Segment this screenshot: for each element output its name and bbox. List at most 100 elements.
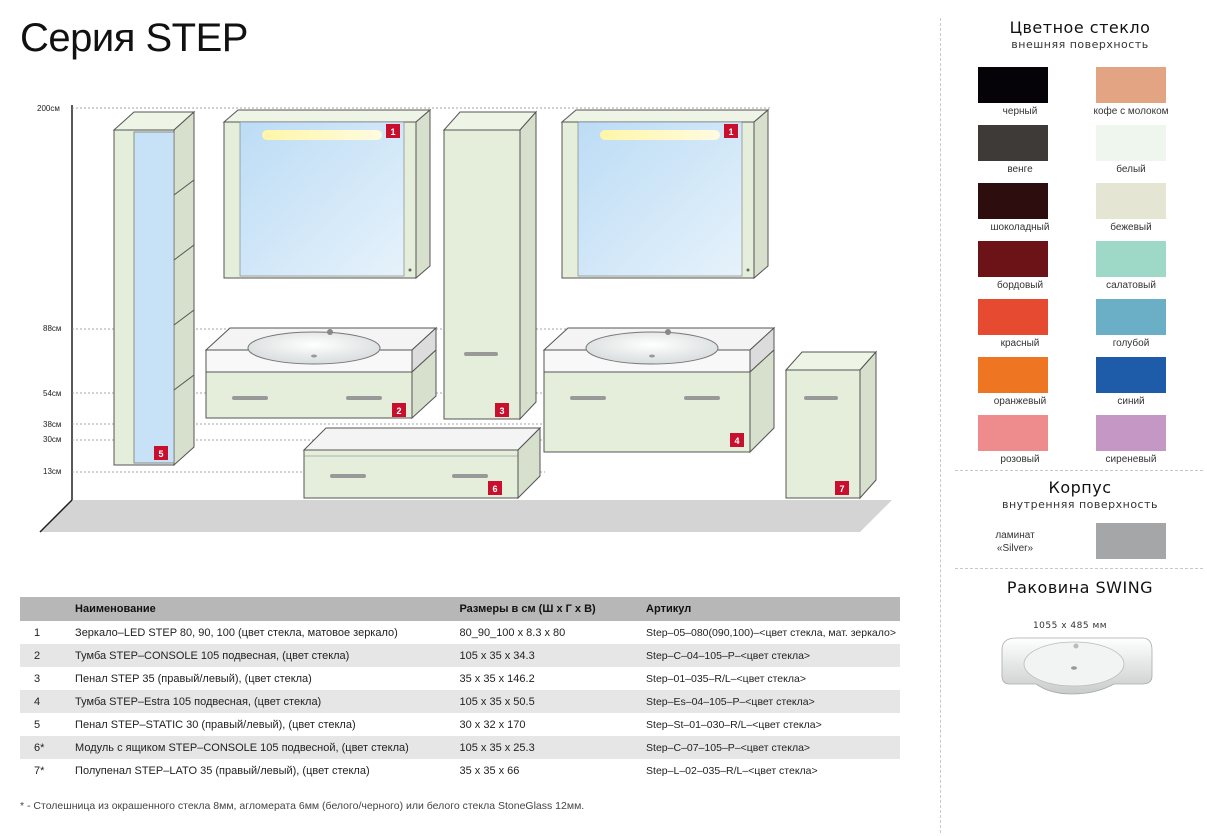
color-swatch-label: салатовый (1106, 280, 1156, 291)
furniture-scene: 200см 88см 54см 38см 30см 13см (37, 104, 892, 533)
table-cell-article: Step–05–080(090,100)–<цвет стекла, мат. … (646, 626, 896, 639)
table-cell-size: 35 x 35 x 66 (459, 764, 520, 777)
badge-1-right-text: 1 (728, 127, 733, 137)
table-cell-name: Полупенал STEP–LATO 35 (правый/левый), (… (75, 764, 370, 777)
panel-divider-1 (955, 470, 1203, 471)
laminate-label-2: «Silver» (996, 543, 1034, 554)
glass-title: Цветное стекло (1009, 18, 1151, 37)
color-swatch-label: черный (1002, 106, 1038, 117)
console-2 (204, 326, 438, 420)
table-cell-num: 7* (34, 764, 45, 777)
color-swatch[interactable] (1096, 125, 1166, 161)
vertical-divider (940, 18, 941, 833)
table-cell-num: 1 (34, 626, 41, 639)
table-cell-num: 4 (20, 690, 72, 713)
dim-label-30: 30см (43, 435, 61, 444)
table-header-name: Наименование (71, 597, 456, 621)
table-cell-article: Step–St–01–030–R/L–<цвет стекла> (646, 718, 822, 731)
badge-4-text: 4 (734, 436, 739, 446)
color-swatch[interactable] (978, 299, 1048, 335)
color-swatch-label: бежевый (1110, 222, 1152, 233)
table-cell-size: 105 x 35 x 50.5 (455, 690, 643, 713)
mirror-right (560, 108, 770, 280)
dimension-labels: 200см 88см 54см 38см 30см 13см (37, 104, 61, 476)
sink-size: 1055 x 485 мм (1032, 621, 1108, 631)
table-cell-article: Step–L–02–035–R/L–<цвет стекла> (646, 764, 818, 777)
product-table: Наименование Размеры в см (Ш х Г х В) Ар… (20, 597, 900, 782)
half-cabinet-7 (784, 350, 878, 500)
badge-2-text: 2 (396, 406, 401, 416)
table-row: 1 Зеркало–LED STEP 80, 90, 100 (цвет стек… (20, 621, 900, 644)
table-cell-article: Step–C–07–105–P–<цвет стекла> (642, 736, 900, 759)
color-swatch-label: синий (1117, 396, 1145, 407)
laminate-silver-swatch[interactable] (1096, 523, 1166, 559)
table-cell-num: 5 (34, 718, 41, 731)
table-cell-size: 30 x 32 x 170 (459, 718, 526, 731)
table-cell-name: Пенал STEP–STATIC 30 (правый/левый), (цв… (75, 718, 356, 731)
laminate-label-1: ламинат (995, 530, 1035, 541)
floor (40, 500, 892, 532)
dim-label-13: 13см (43, 467, 61, 476)
color-swatch[interactable] (1096, 299, 1166, 335)
color-swatch[interactable] (1096, 357, 1166, 393)
color-swatch[interactable] (1096, 67, 1166, 103)
table-cell-name: Пенал STEP 35 (правый/левый), (цвет стек… (75, 672, 312, 685)
table-header-num (20, 597, 72, 621)
page-title: Серия STEP (20, 16, 248, 60)
color-swatch[interactable] (1096, 415, 1166, 451)
color-swatch-label: сиреневый (1105, 454, 1157, 465)
table-cell-name: Модуль с ящиком STEP–CONSOLE 105 подвесн… (71, 736, 456, 759)
mirror-left (222, 108, 432, 280)
color-swatch-label: голубой (1112, 338, 1150, 349)
footnote: * - Столешница из окрашенного стекла 8мм… (20, 800, 585, 812)
color-swatch[interactable] (978, 357, 1048, 393)
number-badges: 1 2 3 4 5 6 7 1 (154, 124, 849, 495)
pencil-cabinet-5 (112, 110, 196, 467)
badge-5 (154, 446, 168, 460)
dim-label-88: 88см (43, 324, 61, 333)
color-swatch[interactable] (978, 67, 1048, 103)
table-cell-name: Зеркало–LED STEP 80, 90, 100 (цвет стекл… (75, 626, 398, 639)
color-swatch-label: оранжевый (993, 396, 1047, 407)
table-cell-size: 35 x 35 x 146.2 (459, 672, 535, 685)
table-row: 5 Пенал STEP–STATIC 30 (правый/левый), (ц… (20, 713, 900, 736)
console-4 (542, 326, 776, 454)
badge-1-left-text: 1 (390, 127, 395, 137)
badge-1-left (386, 124, 400, 138)
badge-7 (835, 481, 849, 495)
table-row: 7* Полупенал STEP–LATO 35 (правый/левый),… (20, 759, 900, 782)
color-swatch[interactable] (1096, 241, 1166, 277)
table-header-row: Наименование Размеры в см (Ш х Г х В) Ар… (20, 597, 900, 621)
color-swatch[interactable] (978, 183, 1048, 219)
dim-label-54: 54см (43, 389, 61, 398)
color-swatch-label: шоколадный (990, 222, 1050, 233)
table-row: 6*Модуль с ящиком STEP–CONSOLE 105 подве… (20, 736, 900, 759)
dim-label-200: 200см (37, 104, 60, 113)
badge-3-text: 3 (499, 406, 504, 416)
table-cell-num: 2 (20, 644, 72, 667)
body-title: Корпус (1048, 478, 1112, 497)
sink-image (1001, 637, 1153, 695)
table-cell-size: 80_90_100 x 8.3 x 80 (459, 626, 566, 639)
panel-divider-2 (955, 568, 1203, 569)
color-swatch-label: белый (1116, 164, 1146, 175)
table-header-article: Артикул (642, 597, 900, 621)
badge-6 (488, 481, 502, 495)
table-cell-size: 105 x 35 x 25.3 (455, 736, 643, 759)
color-swatch[interactable] (1096, 183, 1166, 219)
table-cell-article: Step–C–04–105–P–<цвет стекла> (642, 644, 900, 667)
dim-label-38: 38см (43, 420, 61, 429)
table-cell-size: 105 x 35 x 34.3 (455, 644, 643, 667)
badge-4 (730, 433, 744, 447)
table-cell-name: Тумба STEP–Estra 105 подвесная, (цвет ст… (71, 690, 456, 713)
body-subtitle: внутренняя поверхность (1002, 498, 1158, 511)
color-swatch[interactable] (978, 241, 1048, 277)
badge-1-right (724, 124, 738, 138)
tall-cabinet-3 (442, 110, 538, 421)
color-swatch[interactable] (978, 415, 1048, 451)
color-swatch-label: венге (1007, 164, 1033, 175)
sink-title: Раковина SWING (1006, 578, 1154, 597)
color-swatch[interactable] (978, 125, 1048, 161)
